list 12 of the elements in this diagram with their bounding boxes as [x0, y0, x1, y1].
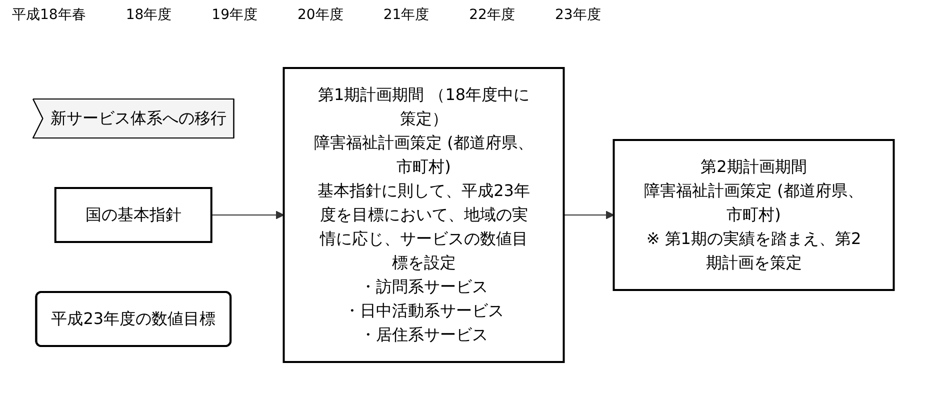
year-label: 23年度	[554, 6, 601, 24]
year-label: 19年度	[212, 6, 258, 24]
year-label: 22年度	[469, 6, 515, 24]
arrow	[211, 210, 284, 220]
node-box: 第1期計画期間 （18年度中に策定） 障害福祉計画策定 (都道府県、市町村) 基本指針に則して、平成23年度を目標において、地域の実情に応じ、サービスの数値目標を設定 ・訪問系サービス ・日中活動系サービス ・居住系サービス	[282, 67, 565, 363]
year-label: 18年度	[126, 6, 172, 24]
year-label: 平成18年春	[12, 6, 86, 24]
year-label: 21年度	[383, 6, 430, 24]
arrow	[563, 210, 614, 220]
node-box: 国の基本指針	[54, 187, 212, 243]
node-box: 第2期計画期間 障害福祉計画策定 (都道府県、市町村) ※ 第1期の実績を踏まえ、第2期計画を策定	[612, 139, 895, 291]
year-label: 20年度	[297, 6, 344, 24]
